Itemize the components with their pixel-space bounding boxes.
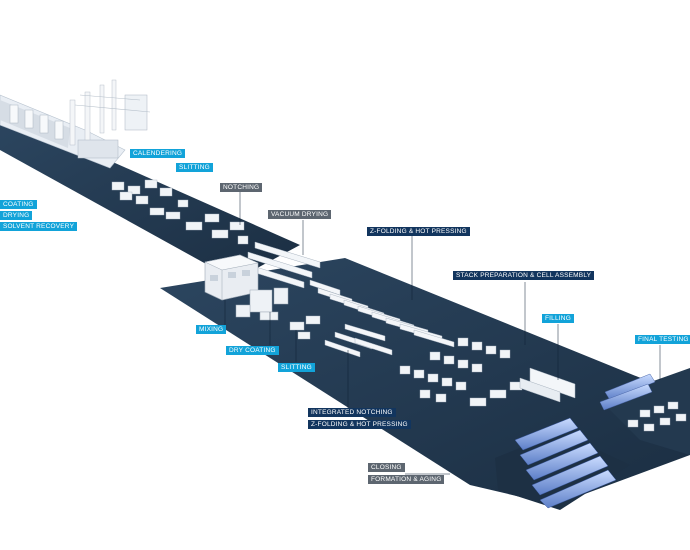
label-vacuum-drying: VACUUM DRYING [268, 210, 332, 219]
final-testing-racks [599, 373, 687, 432]
calendering-machines [111, 179, 189, 220]
formation-aging-racks [514, 417, 617, 509]
label-slitting-top: SLITTING [176, 163, 213, 172]
integrated-notching-lines [324, 323, 393, 358]
label-notching: NOTCHING [220, 183, 263, 192]
label-z-folding-bottom: Z-FOLDING & HOT PRESSING [308, 420, 411, 429]
notching-machines [185, 213, 249, 245]
label-stack-preparation: STACK PREPARATION & CELL ASSEMBLY [453, 271, 595, 280]
label-solvent-recovery: SOLVENT RECOVERY [0, 222, 78, 231]
coating-drying-plant [0, 79, 151, 169]
label-coating: COATING [0, 200, 37, 209]
label-slitting-bottom: SLITTING [278, 363, 315, 372]
cell-assembly-machines [399, 337, 523, 407]
label-dry-coating: DRY COATING [226, 346, 279, 355]
z-folding-lines-top [309, 279, 455, 348]
label-formation-aging: FORMATION & AGING [368, 475, 445, 484]
label-filling: FILLING [542, 314, 574, 323]
filling-machine [519, 367, 576, 403]
dry-coating-equipment [235, 287, 289, 321]
label-calendering: CALENDERING [130, 149, 186, 158]
label-final-testing: FINAL TESTING [635, 335, 690, 344]
mixing-building [204, 254, 259, 301]
label-integrated-notching: INTEGRATED NOTCHING [308, 408, 396, 417]
label-drying: DRYING [0, 211, 33, 220]
label-mixing: MIXING [196, 325, 227, 334]
label-leader-lines [224, 192, 661, 475]
slitting-machines-bottom [289, 315, 321, 340]
label-z-folding-top: Z-FOLDING & HOT PRESSING [367, 227, 470, 236]
label-closing: CLOSING [368, 463, 405, 472]
